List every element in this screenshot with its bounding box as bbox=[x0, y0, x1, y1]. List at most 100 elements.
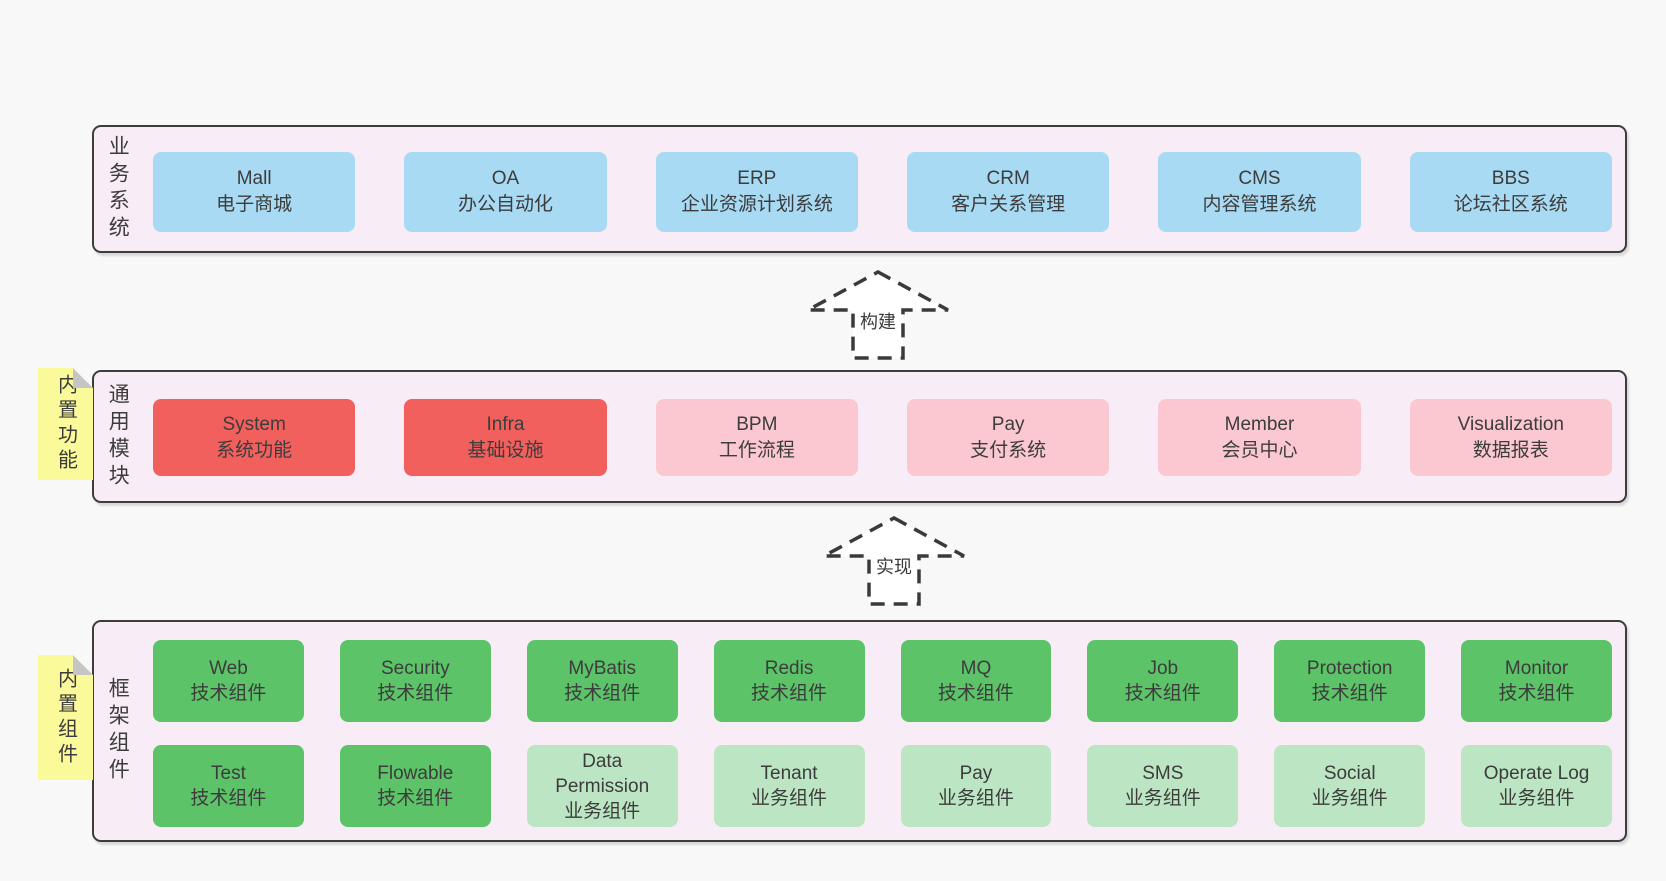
node-mq: MQ 技术组件 bbox=[900, 640, 1052, 722]
node-title: Protection bbox=[1306, 658, 1393, 679]
node-title: Test bbox=[211, 763, 246, 784]
node-subtitle: 技术组件 bbox=[190, 683, 267, 704]
node-bbs: BBS 论坛社区系统 bbox=[1409, 152, 1612, 232]
node-subtitle: 技术组件 bbox=[751, 683, 828, 704]
node-subtitle: 技术组件 bbox=[1124, 683, 1201, 704]
node-title: CMS bbox=[1238, 168, 1281, 189]
sticky-fold-corner bbox=[73, 368, 93, 388]
up-arrow-implement-icon bbox=[823, 516, 965, 606]
node-subtitle: 数据报表 bbox=[1472, 439, 1549, 461]
node-title: ERP bbox=[737, 168, 777, 189]
band-components-label: 框架组件 bbox=[106, 677, 130, 785]
node-subtitle: 业务组件 bbox=[1124, 788, 1201, 809]
node-title: Mall bbox=[236, 168, 272, 189]
node-subtitle: 企业资源计划系统 bbox=[680, 194, 833, 215]
node-security: Security 技术组件 bbox=[339, 640, 491, 722]
node-subtitle: 内容管理系统 bbox=[1202, 194, 1317, 215]
node-subtitle: 业务组件 bbox=[564, 800, 641, 822]
node-subtitle: 电子商城 bbox=[216, 194, 293, 215]
node-visualization: Visualization 数据报表 bbox=[1409, 399, 1612, 476]
node-sms: SMS 业务组件 bbox=[1087, 745, 1239, 827]
node-cms: CMS 内容管理系统 bbox=[1158, 152, 1361, 232]
node-system: System 系统功能 bbox=[153, 399, 356, 476]
node-title: Pay bbox=[991, 413, 1025, 435]
node-title: Visualization bbox=[1457, 413, 1564, 435]
arrow-implement-label: 实现 bbox=[876, 557, 912, 577]
node-title: System bbox=[222, 413, 286, 435]
node-title: Redis bbox=[764, 658, 814, 679]
node-member: Member 会员中心 bbox=[1158, 399, 1361, 476]
node-flowable: Flowable 技术组件 bbox=[339, 745, 491, 827]
node-subtitle: 业务组件 bbox=[751, 788, 828, 809]
node-subtitle: 基础设施 bbox=[467, 439, 544, 461]
node-title: Pay bbox=[959, 763, 993, 784]
node-bpm: BPM 工作流程 bbox=[655, 399, 858, 476]
node-operate-log: Operate Log 业务组件 bbox=[1461, 745, 1612, 827]
node-subtitle: 技术组件 bbox=[1498, 683, 1575, 704]
node-monitor: Monitor 技术组件 bbox=[1461, 640, 1612, 722]
node-title: Job bbox=[1147, 658, 1179, 679]
components-row-2: Test 技术组件 Flowable 技术组件 Data Permission … bbox=[153, 745, 1612, 827]
node-title: Social bbox=[1323, 763, 1376, 784]
node-subtitle: 支付系统 bbox=[970, 439, 1047, 461]
node-subtitle: 业务组件 bbox=[937, 788, 1014, 809]
arrow-build-label: 构建 bbox=[860, 312, 896, 332]
band-business-label: 业务系统 bbox=[106, 135, 130, 243]
node-title: OA bbox=[491, 168, 520, 189]
node-subtitle: 技术组件 bbox=[377, 788, 454, 809]
node-subtitle: 客户关系管理 bbox=[951, 194, 1066, 215]
node-crm: CRM 客户关系管理 bbox=[906, 152, 1110, 232]
node-subtitle: 技术组件 bbox=[377, 683, 454, 704]
node-title: Flowable bbox=[377, 763, 454, 784]
node-subtitle: 论坛社区系统 bbox=[1453, 194, 1568, 215]
node-tenant: Tenant 业务组件 bbox=[713, 745, 865, 827]
node-title: Member bbox=[1224, 413, 1295, 435]
band-framework-components: 框架组件 Web 技术组件 Security 技术组件 MyBatis 技术组件… bbox=[92, 620, 1627, 842]
node-job: Job 技术组件 bbox=[1087, 640, 1239, 722]
node-title: Operate Log bbox=[1483, 763, 1590, 784]
node-title: Security bbox=[380, 658, 450, 679]
node-subtitle: 工作流程 bbox=[718, 439, 795, 461]
node-mall: Mall 电子商城 bbox=[153, 152, 356, 232]
node-erp: ERP 企业资源计划系统 bbox=[655, 152, 858, 232]
node-subtitle: 会员中心 bbox=[1221, 439, 1298, 461]
modules-row: System 系统功能 Infra 基础设施 BPM 工作流程 Pay 支付系统… bbox=[153, 399, 1612, 476]
node-title: CRM bbox=[986, 168, 1030, 189]
band-modules-label: 通用模块 bbox=[106, 382, 130, 491]
node-subtitle: 技术组件 bbox=[564, 683, 641, 704]
node-pay-component: Pay 业务组件 bbox=[900, 745, 1052, 827]
node-title: Data Permission bbox=[555, 750, 650, 797]
node-oa: OA 办公自动化 bbox=[404, 152, 607, 232]
node-subtitle: 技术组件 bbox=[190, 788, 267, 809]
node-title: MQ bbox=[960, 658, 992, 679]
business-row: Mall 电子商城 OA 办公自动化 ERP 企业资源计划系统 CRM 客户关系… bbox=[153, 152, 1612, 232]
node-subtitle: 办公自动化 bbox=[457, 194, 553, 215]
node-test: Test 技术组件 bbox=[153, 745, 304, 827]
sticky-built-in-features: 内置功能 bbox=[38, 368, 93, 480]
node-mybatis: MyBatis 技术组件 bbox=[526, 640, 678, 722]
node-title: Tenant bbox=[760, 763, 818, 784]
node-data-permission: Data Permission 业务组件 bbox=[526, 745, 678, 827]
node-title: Web bbox=[209, 658, 248, 679]
node-infra: Infra 基础设施 bbox=[404, 399, 607, 476]
node-title: BBS bbox=[1491, 168, 1530, 189]
node-subtitle: 系统功能 bbox=[216, 439, 293, 461]
node-title: MyBatis bbox=[568, 658, 636, 679]
sticky-fold-corner bbox=[73, 655, 93, 675]
band-business-systems: 业务系统 Mall 电子商城 OA 办公自动化 ERP 企业资源计划系统 CRM… bbox=[92, 125, 1627, 253]
band-common-modules: 通用模块 System 系统功能 Infra 基础设施 BPM 工作流程 Pay… bbox=[92, 370, 1627, 503]
node-subtitle: 业务组件 bbox=[1311, 788, 1388, 809]
sticky-built-in-components: 内置组件 bbox=[38, 655, 93, 780]
up-arrow-build-icon bbox=[807, 270, 949, 360]
node-social: Social 业务组件 bbox=[1274, 745, 1426, 827]
sticky-label: 内置功能 bbox=[54, 374, 77, 474]
node-title: SMS bbox=[1142, 763, 1184, 784]
node-title: Infra bbox=[486, 413, 525, 435]
node-web: Web 技术组件 bbox=[153, 640, 304, 722]
node-redis: Redis 技术组件 bbox=[713, 640, 865, 722]
components-row-1: Web 技术组件 Security 技术组件 MyBatis 技术组件 Redi… bbox=[153, 640, 1612, 722]
node-subtitle: 技术组件 bbox=[937, 683, 1014, 704]
node-protection: Protection 技术组件 bbox=[1274, 640, 1426, 722]
node-subtitle: 业务组件 bbox=[1498, 788, 1575, 809]
